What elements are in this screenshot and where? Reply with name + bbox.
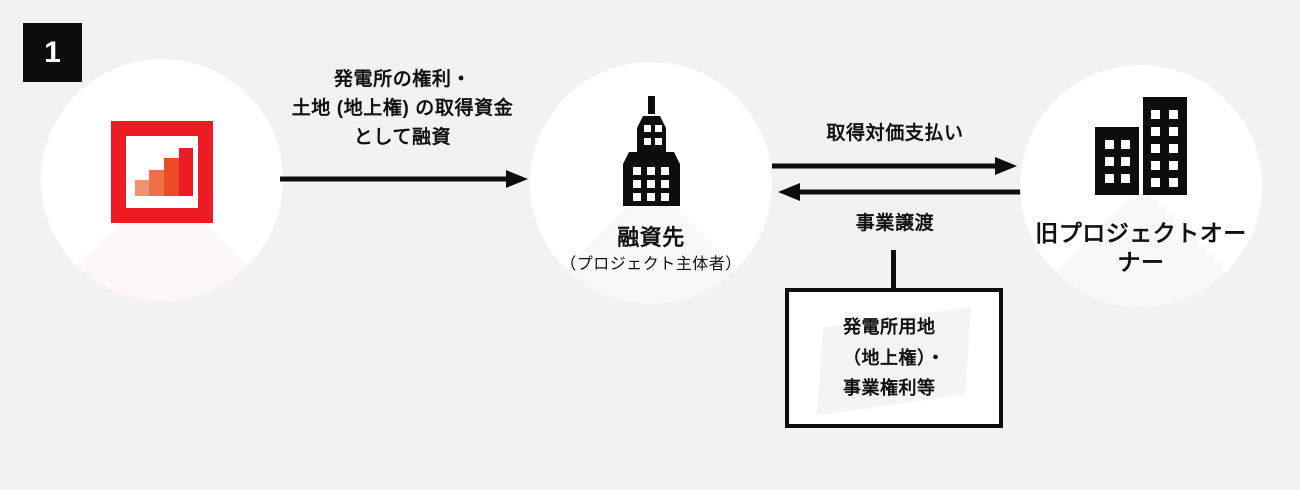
- transfer-arrow-caption: 事業譲渡: [855, 213, 935, 234]
- node-borrower-title: 融資先: [617, 225, 685, 250]
- loan-arrow-caption: 発電所の権利・ 土地 (地上権) の取得資金 として融資: [291, 69, 514, 148]
- step-number-badge: 1: [23, 23, 82, 82]
- node-borrower-label: 融資先 （プロジェクト主体者）: [470, 224, 832, 276]
- node-borrower-subtitle: （プロジェクト主体者）: [560, 256, 742, 274]
- transfer-arrow-left: [778, 183, 1024, 201]
- payment-arrow-caption: 取得対価支払い: [826, 123, 964, 144]
- asset-box: 発電所用地 （地上権）・ 事業権利等: [785, 288, 1003, 428]
- asset-box-text: 発電所用地 （地上権）・ 事業権利等: [843, 316, 945, 399]
- tower-building-icon: [530, 96, 772, 206]
- node-old-project-owner[interactable]: 旧プロジェクトオーナー: [1020, 65, 1262, 307]
- payment-arrow-right: [772, 157, 1017, 175]
- node-borrower[interactable]: 融資先 （プロジェクト主体者）: [530, 62, 772, 304]
- asset-box-connector: [891, 250, 896, 290]
- two-buildings-icon: [1020, 97, 1262, 195]
- loan-arrow-right: [280, 170, 528, 188]
- step-number-label: 1: [44, 35, 61, 69]
- node-old-owner-title: 旧プロジェクトオーナー: [1035, 220, 1247, 276]
- node-old-owner-label: 旧プロジェクトオーナー: [960, 219, 1300, 278]
- node-funding-source[interactable]: [41, 59, 283, 301]
- node-circle-background: [1020, 65, 1262, 307]
- bar-chart-growth-icon: [41, 121, 283, 223]
